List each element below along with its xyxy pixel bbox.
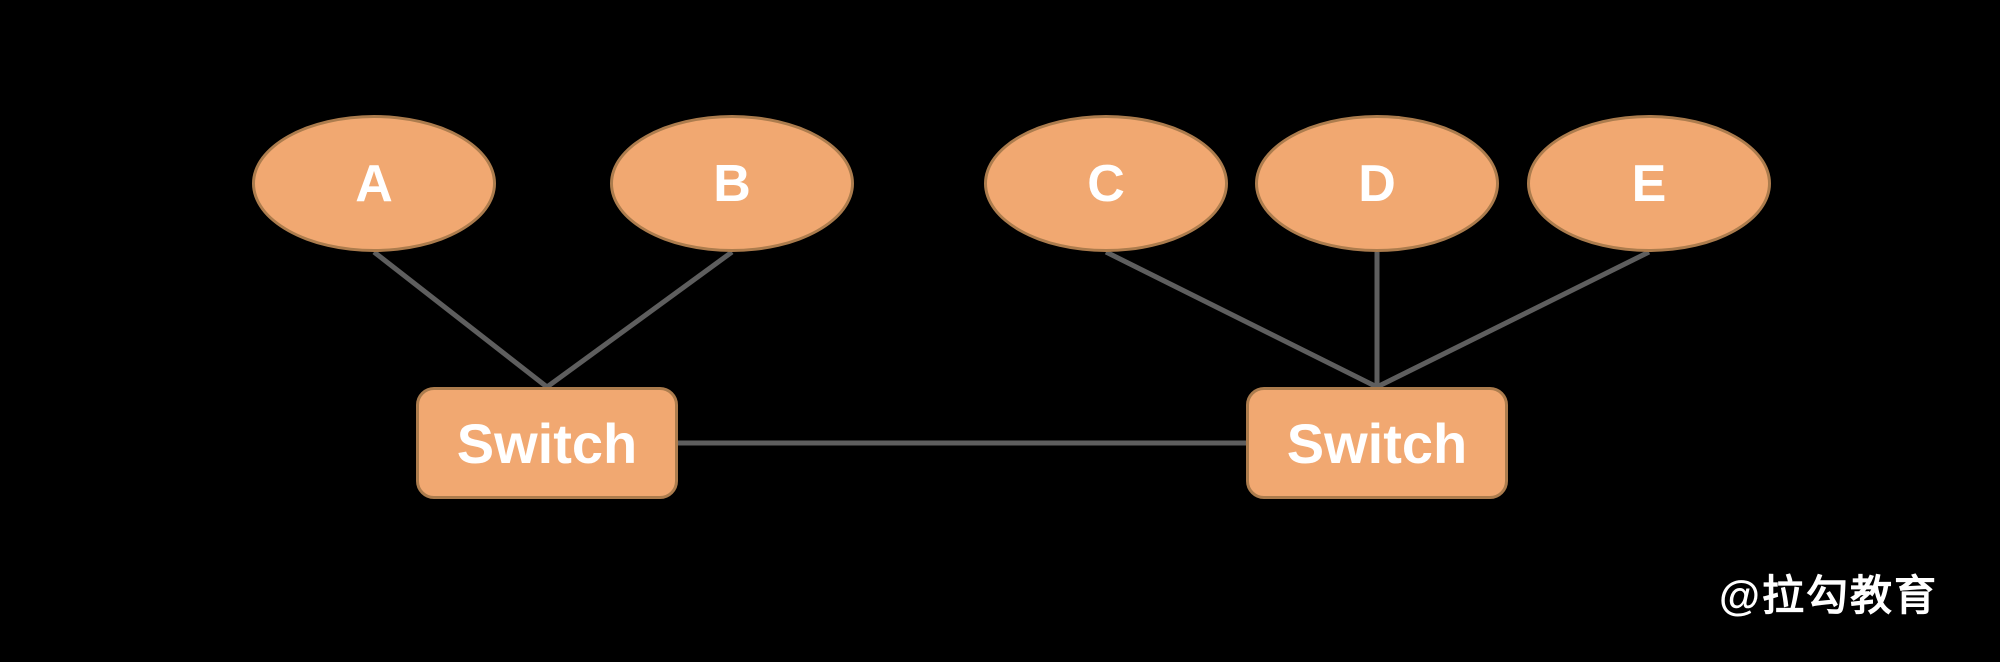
edge-b-switch-left bbox=[545, 249, 734, 390]
host-node-e: E bbox=[1527, 115, 1771, 252]
host-label-b: B bbox=[713, 154, 751, 213]
watermark-text: @拉勾教育 bbox=[1719, 572, 1938, 619]
switch-node-left: Switch bbox=[416, 387, 678, 499]
host-label-a: A bbox=[355, 154, 393, 213]
edge-c-switch-right bbox=[1104, 249, 1379, 390]
switch-node-right: Switch bbox=[1246, 387, 1508, 499]
edge-e-switch-right bbox=[1375, 249, 1651, 390]
host-label-d: D bbox=[1358, 154, 1396, 213]
host-node-a: A bbox=[252, 115, 496, 252]
switch-label-left: Switch bbox=[456, 411, 638, 475]
host-node-b: B bbox=[610, 115, 854, 252]
edge-a-switch-left bbox=[372, 250, 549, 389]
host-label-e: E bbox=[1631, 154, 1667, 213]
host-label-c: C bbox=[1087, 154, 1125, 213]
host-node-d: D bbox=[1255, 115, 1499, 252]
host-node-c: C bbox=[984, 115, 1228, 252]
switch-label-right: Switch bbox=[1286, 411, 1468, 475]
